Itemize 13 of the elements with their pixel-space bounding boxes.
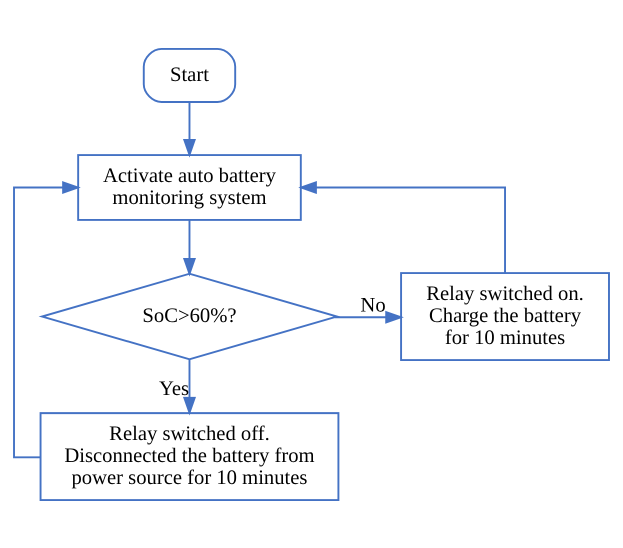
arrow [298, 180, 506, 272]
edge-label: Yes [158, 378, 190, 400]
node-box: Relay switched on. Charge the battery for 10 minutes [400, 272, 610, 360]
node-box: Relay switched off. Disconnected the battery from power source for 10 minutes [40, 412, 340, 501]
arrow [182, 220, 196, 276]
node-box: Start [142, 47, 236, 102]
arrow [182, 358, 196, 416]
arrow [334, 310, 404, 324]
arrow [13, 180, 81, 458]
arrow [182, 102, 196, 158]
edge-label: No [360, 294, 386, 316]
node-diamond: SoC>60%? [38, 272, 340, 360]
node-box: Activate auto battery monitoring system [77, 154, 302, 220]
